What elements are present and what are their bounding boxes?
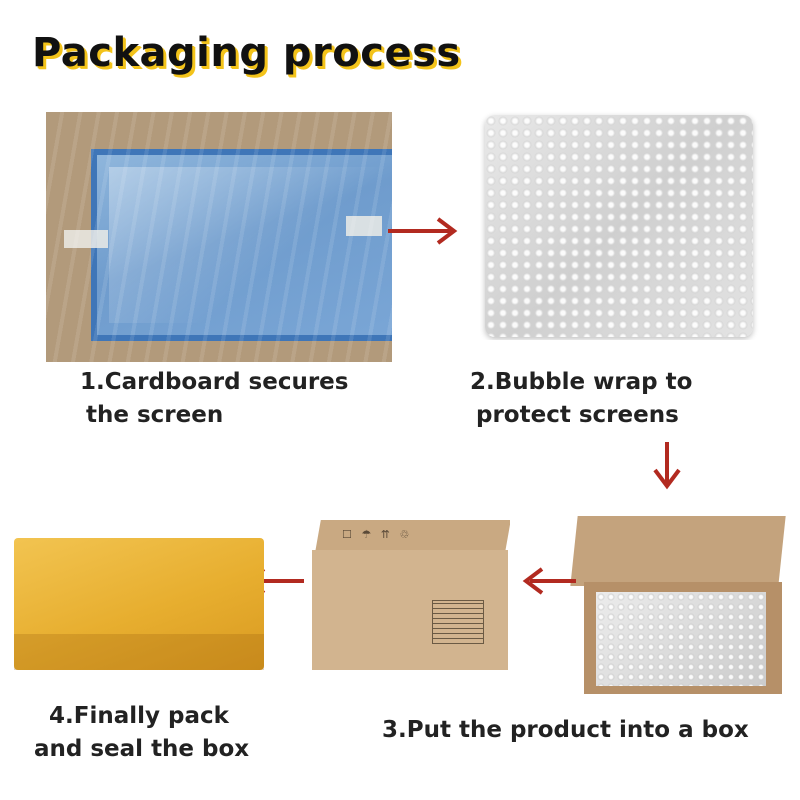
step4-caption-line2: and seal the box: [34, 736, 250, 762]
step2-caption-line2: protect screens: [476, 402, 679, 428]
box-label: [432, 600, 484, 644]
step2-caption: 2.Bubble wrap to protect screens: [470, 366, 692, 432]
page-title: Packaging process: [32, 30, 461, 76]
step2-caption-line1: 2.Bubble wrap to: [470, 369, 693, 395]
step3-caption: 3.Put the product into a box: [382, 714, 749, 747]
arrow-down-icon: [653, 442, 681, 490]
step1-caption: 1.Cardboard secures the screen: [80, 366, 348, 432]
bubble-wrap-image: [480, 110, 762, 340]
arrow-left-icon: [522, 567, 576, 595]
sealed-package-image: [14, 538, 264, 670]
open-box-image: [566, 516, 788, 696]
arrow-right-icon: [388, 217, 458, 245]
box-symbols-icon: ☐ ☂ ⇈ ♲: [342, 528, 413, 541]
closed-box-image: ☐ ☂ ⇈ ♲: [312, 520, 510, 670]
cardboard-screen-image: [46, 112, 392, 362]
step1-caption-line2: the screen: [86, 402, 224, 428]
step3-caption-line1: 3.Put the product into a box: [382, 717, 749, 743]
step4-caption: 4.Finally pack and seal the box: [34, 700, 250, 766]
step1-caption-line1: 1.Cardboard secures: [80, 369, 349, 395]
step4-caption-line1: 4.Finally pack: [49, 703, 229, 729]
